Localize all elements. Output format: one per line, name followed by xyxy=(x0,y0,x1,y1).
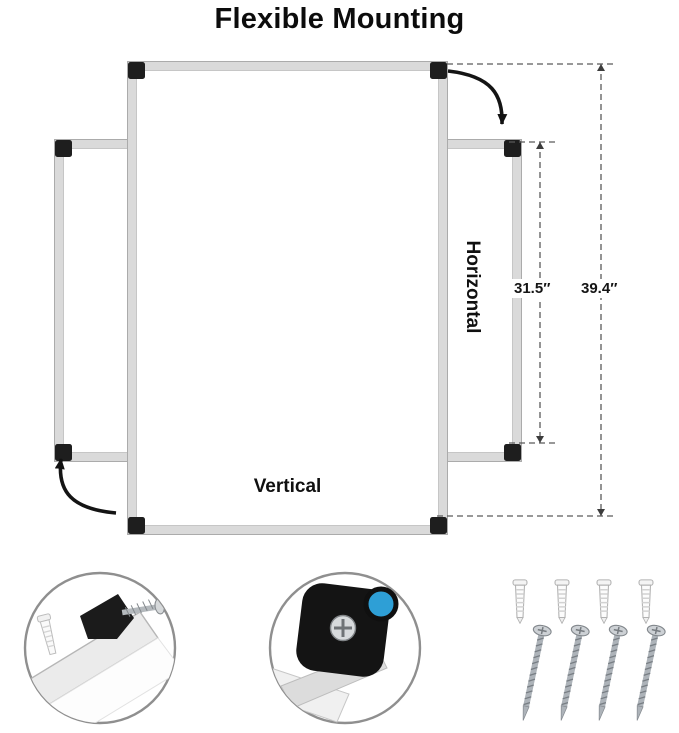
vertical-board: Vertical xyxy=(127,61,448,535)
wall-anchor-icon xyxy=(36,613,57,656)
corner-cap-icon xyxy=(128,62,145,79)
screw-head-icon xyxy=(329,614,357,642)
detail-circle-corner-mount xyxy=(20,568,180,728)
wall-anchor-icon xyxy=(596,579,612,624)
rotation-arrow-top-icon xyxy=(447,69,508,125)
vertical-board-label: Vertical xyxy=(253,476,322,497)
corner-bracket-icon xyxy=(80,594,134,639)
figure-title: Flexible Mounting xyxy=(214,3,465,35)
wall-anchor-icon xyxy=(512,579,528,624)
magnet-icon xyxy=(363,586,399,622)
corner-cap-icon xyxy=(55,140,72,157)
corner-cap-icon xyxy=(504,140,521,157)
corner-mount-closeup-image xyxy=(23,571,177,725)
corner-cap-icon xyxy=(430,62,447,79)
rotation-arrow-bottom-icon xyxy=(54,458,117,515)
wall-anchor-icon xyxy=(638,579,654,624)
corner-cap-icon xyxy=(128,517,145,534)
dimension-label-overall-height: 39.4″ xyxy=(578,279,621,298)
corner-cap-closeup-image xyxy=(268,571,422,725)
corner-cap-icon xyxy=(55,444,72,461)
dimension-label-horizontal-height: 31.5″ xyxy=(511,279,554,298)
horizontal-board-label: Horizontal xyxy=(462,240,483,334)
corner-cap-icon xyxy=(504,444,521,461)
wall-anchor-icon xyxy=(554,579,570,624)
detail-circle-corner-cap xyxy=(265,568,425,728)
corner-cap-icon xyxy=(430,517,447,534)
